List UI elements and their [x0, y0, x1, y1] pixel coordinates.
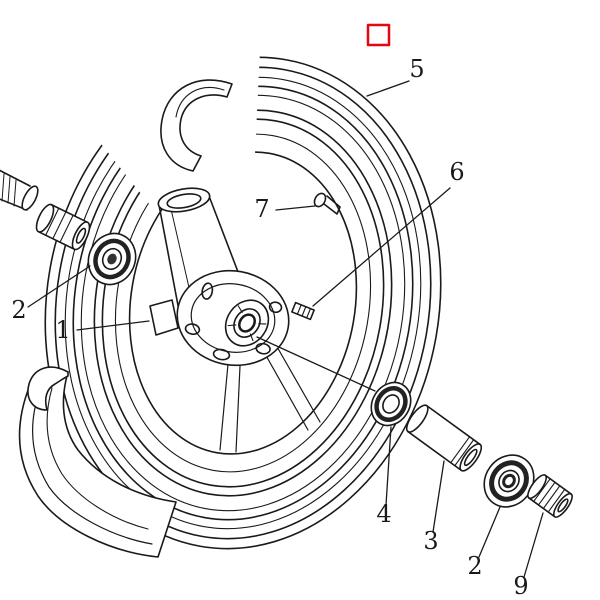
hub-center-bore: [224, 299, 270, 347]
leader-2-right: [478, 506, 501, 558]
tire-cross-section-lower: [27, 366, 69, 411]
leader-2-left: [27, 265, 91, 308]
leader-3: [432, 460, 445, 533]
valve-stem: [313, 192, 341, 215]
axle-shaft: [0, 169, 39, 211]
leader-4: [385, 426, 392, 506]
callout-label-5: 5: [409, 55, 424, 83]
tire-cross-section-upper-detail: [175, 86, 225, 118]
callout-label-3: 3: [423, 527, 438, 555]
callout-label-2-right: 2: [467, 552, 482, 580]
callout-label-1: 1: [55, 316, 70, 344]
leader-9: [523, 512, 544, 578]
spokes: [219, 344, 321, 453]
tire-cross-section-upper: [160, 79, 233, 172]
bearing-left: [87, 232, 137, 286]
callout-label-2-left: 2: [11, 296, 26, 324]
callout-label-9: 9: [513, 572, 528, 600]
spacer-left: [35, 203, 91, 251]
leader-7: [275, 205, 316, 211]
callout-label-4: 4: [376, 500, 391, 528]
leader-6: [312, 187, 451, 307]
bearing-right: [483, 454, 535, 508]
axle-spacer: [405, 404, 483, 472]
adjuster-nut: [527, 474, 573, 518]
leader-lines: [27, 80, 544, 578]
rim-bolt: [291, 301, 315, 321]
callout-labels: 5 6 7 2 1 4 3 2 9: [11, 55, 528, 600]
hub-mount-tab: [149, 299, 179, 336]
red-square-marker: [366, 23, 391, 47]
tire-segment-piece: [18, 366, 177, 558]
callout-label-6: 6: [449, 158, 464, 186]
oil-seal: [370, 381, 412, 427]
leader-hub-seal: [256, 336, 376, 392]
callout-label-7: 7: [254, 195, 269, 223]
leader-5: [366, 80, 410, 97]
leader-1: [76, 320, 150, 331]
